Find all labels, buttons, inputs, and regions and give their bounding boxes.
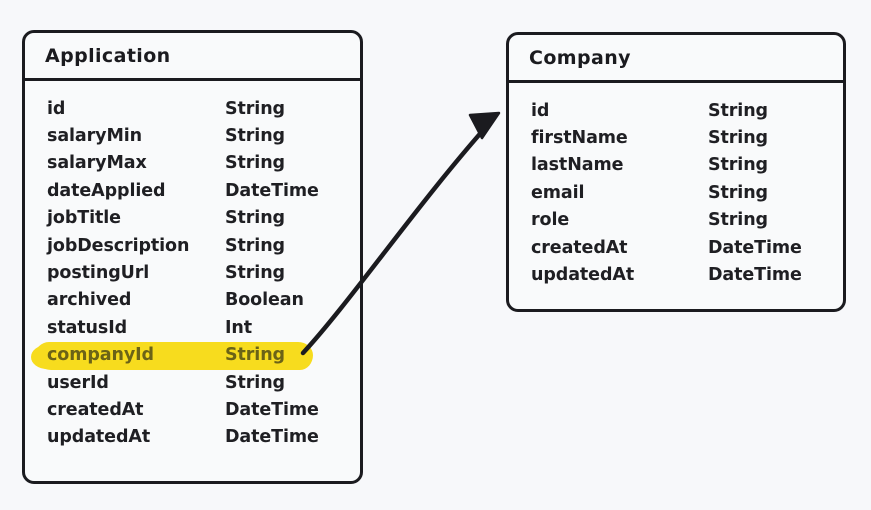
field-row[interactable]: statusId Int: [25, 314, 360, 341]
field-type: DateTime: [225, 180, 319, 201]
field-type: String: [708, 155, 768, 176]
field-row[interactable]: role String: [509, 207, 843, 234]
field-name: firstName: [531, 128, 628, 149]
field-type: String: [225, 153, 285, 174]
field-name: userId: [47, 372, 109, 393]
entity-header-company: Company: [509, 35, 843, 83]
entity-title-company: Company: [529, 46, 631, 69]
field-row[interactable]: lastName String: [509, 152, 843, 179]
field-type: DateTime: [225, 399, 319, 420]
field-type: Int: [225, 317, 253, 338]
field-row[interactable]: archived Boolean: [25, 287, 360, 314]
field-row[interactable]: jobDescription String: [25, 232, 360, 259]
field-name: id: [531, 100, 550, 121]
entity-field-list-company: id String firstName String lastName Stri…: [509, 83, 843, 289]
field-row[interactable]: id String: [25, 95, 360, 122]
field-type: String: [225, 345, 285, 366]
field-name: salaryMax: [47, 153, 147, 174]
field-name: companyId: [47, 345, 154, 366]
field-row[interactable]: userId String: [25, 369, 360, 396]
field-name: createdAt: [47, 399, 144, 420]
field-name: dateApplied: [47, 180, 166, 201]
field-name: statusId: [47, 317, 128, 338]
field-row[interactable]: dateApplied DateTime: [25, 177, 360, 204]
entity-box-application[interactable]: Application id String salaryMin String s…: [22, 30, 363, 484]
relation-arrow-head: [468, 111, 501, 140]
field-type: String: [225, 235, 285, 256]
field-name: email: [531, 182, 585, 203]
field-row[interactable]: id String: [509, 97, 843, 124]
field-type: DateTime: [708, 265, 802, 286]
field-row[interactable]: updatedAt DateTime: [25, 424, 360, 451]
field-row[interactable]: postingUrl String: [25, 259, 360, 286]
field-row[interactable]: email String: [509, 179, 843, 206]
field-name: postingUrl: [47, 263, 150, 284]
entity-header-application: Application: [25, 33, 360, 81]
field-type: String: [708, 182, 768, 203]
field-row[interactable]: salaryMax String: [25, 150, 360, 177]
field-name: salaryMin: [47, 126, 143, 147]
field-name: archived: [47, 290, 132, 311]
entity-box-company[interactable]: Company id String firstName String lastN…: [506, 32, 846, 312]
entity-field-list-application: id String salaryMin String salaryMax Str…: [25, 81, 360, 451]
field-type: String: [225, 263, 285, 284]
field-type: String: [225, 372, 285, 393]
field-name: lastName: [531, 155, 624, 176]
field-name: createdAt: [531, 237, 628, 258]
field-type: String: [225, 208, 285, 229]
field-type: String: [708, 210, 768, 231]
field-row-highlighted[interactable]: companyId String: [25, 341, 360, 370]
field-type: String: [708, 128, 768, 149]
field-row[interactable]: updatedAt DateTime: [509, 261, 843, 288]
field-type: String: [708, 100, 768, 121]
field-type: Boolean: [225, 290, 304, 311]
entity-title-application: Application: [45, 44, 171, 67]
field-name: jobDescription: [47, 235, 190, 256]
field-row[interactable]: createdAt DateTime: [509, 234, 843, 261]
field-row[interactable]: firstName String: [509, 124, 843, 151]
field-name: jobTitle: [47, 208, 121, 229]
field-type: String: [225, 98, 285, 119]
field-type: DateTime: [225, 427, 319, 448]
field-name: role: [531, 210, 570, 231]
field-row[interactable]: jobTitle String: [25, 205, 360, 232]
field-row[interactable]: salaryMin String: [25, 122, 360, 149]
field-name: updatedAt: [47, 427, 151, 448]
field-row[interactable]: createdAt DateTime: [25, 396, 360, 423]
field-type: DateTime: [708, 237, 802, 258]
field-name: updatedAt: [531, 265, 635, 286]
field-type: String: [225, 126, 285, 147]
field-name: id: [47, 98, 66, 119]
